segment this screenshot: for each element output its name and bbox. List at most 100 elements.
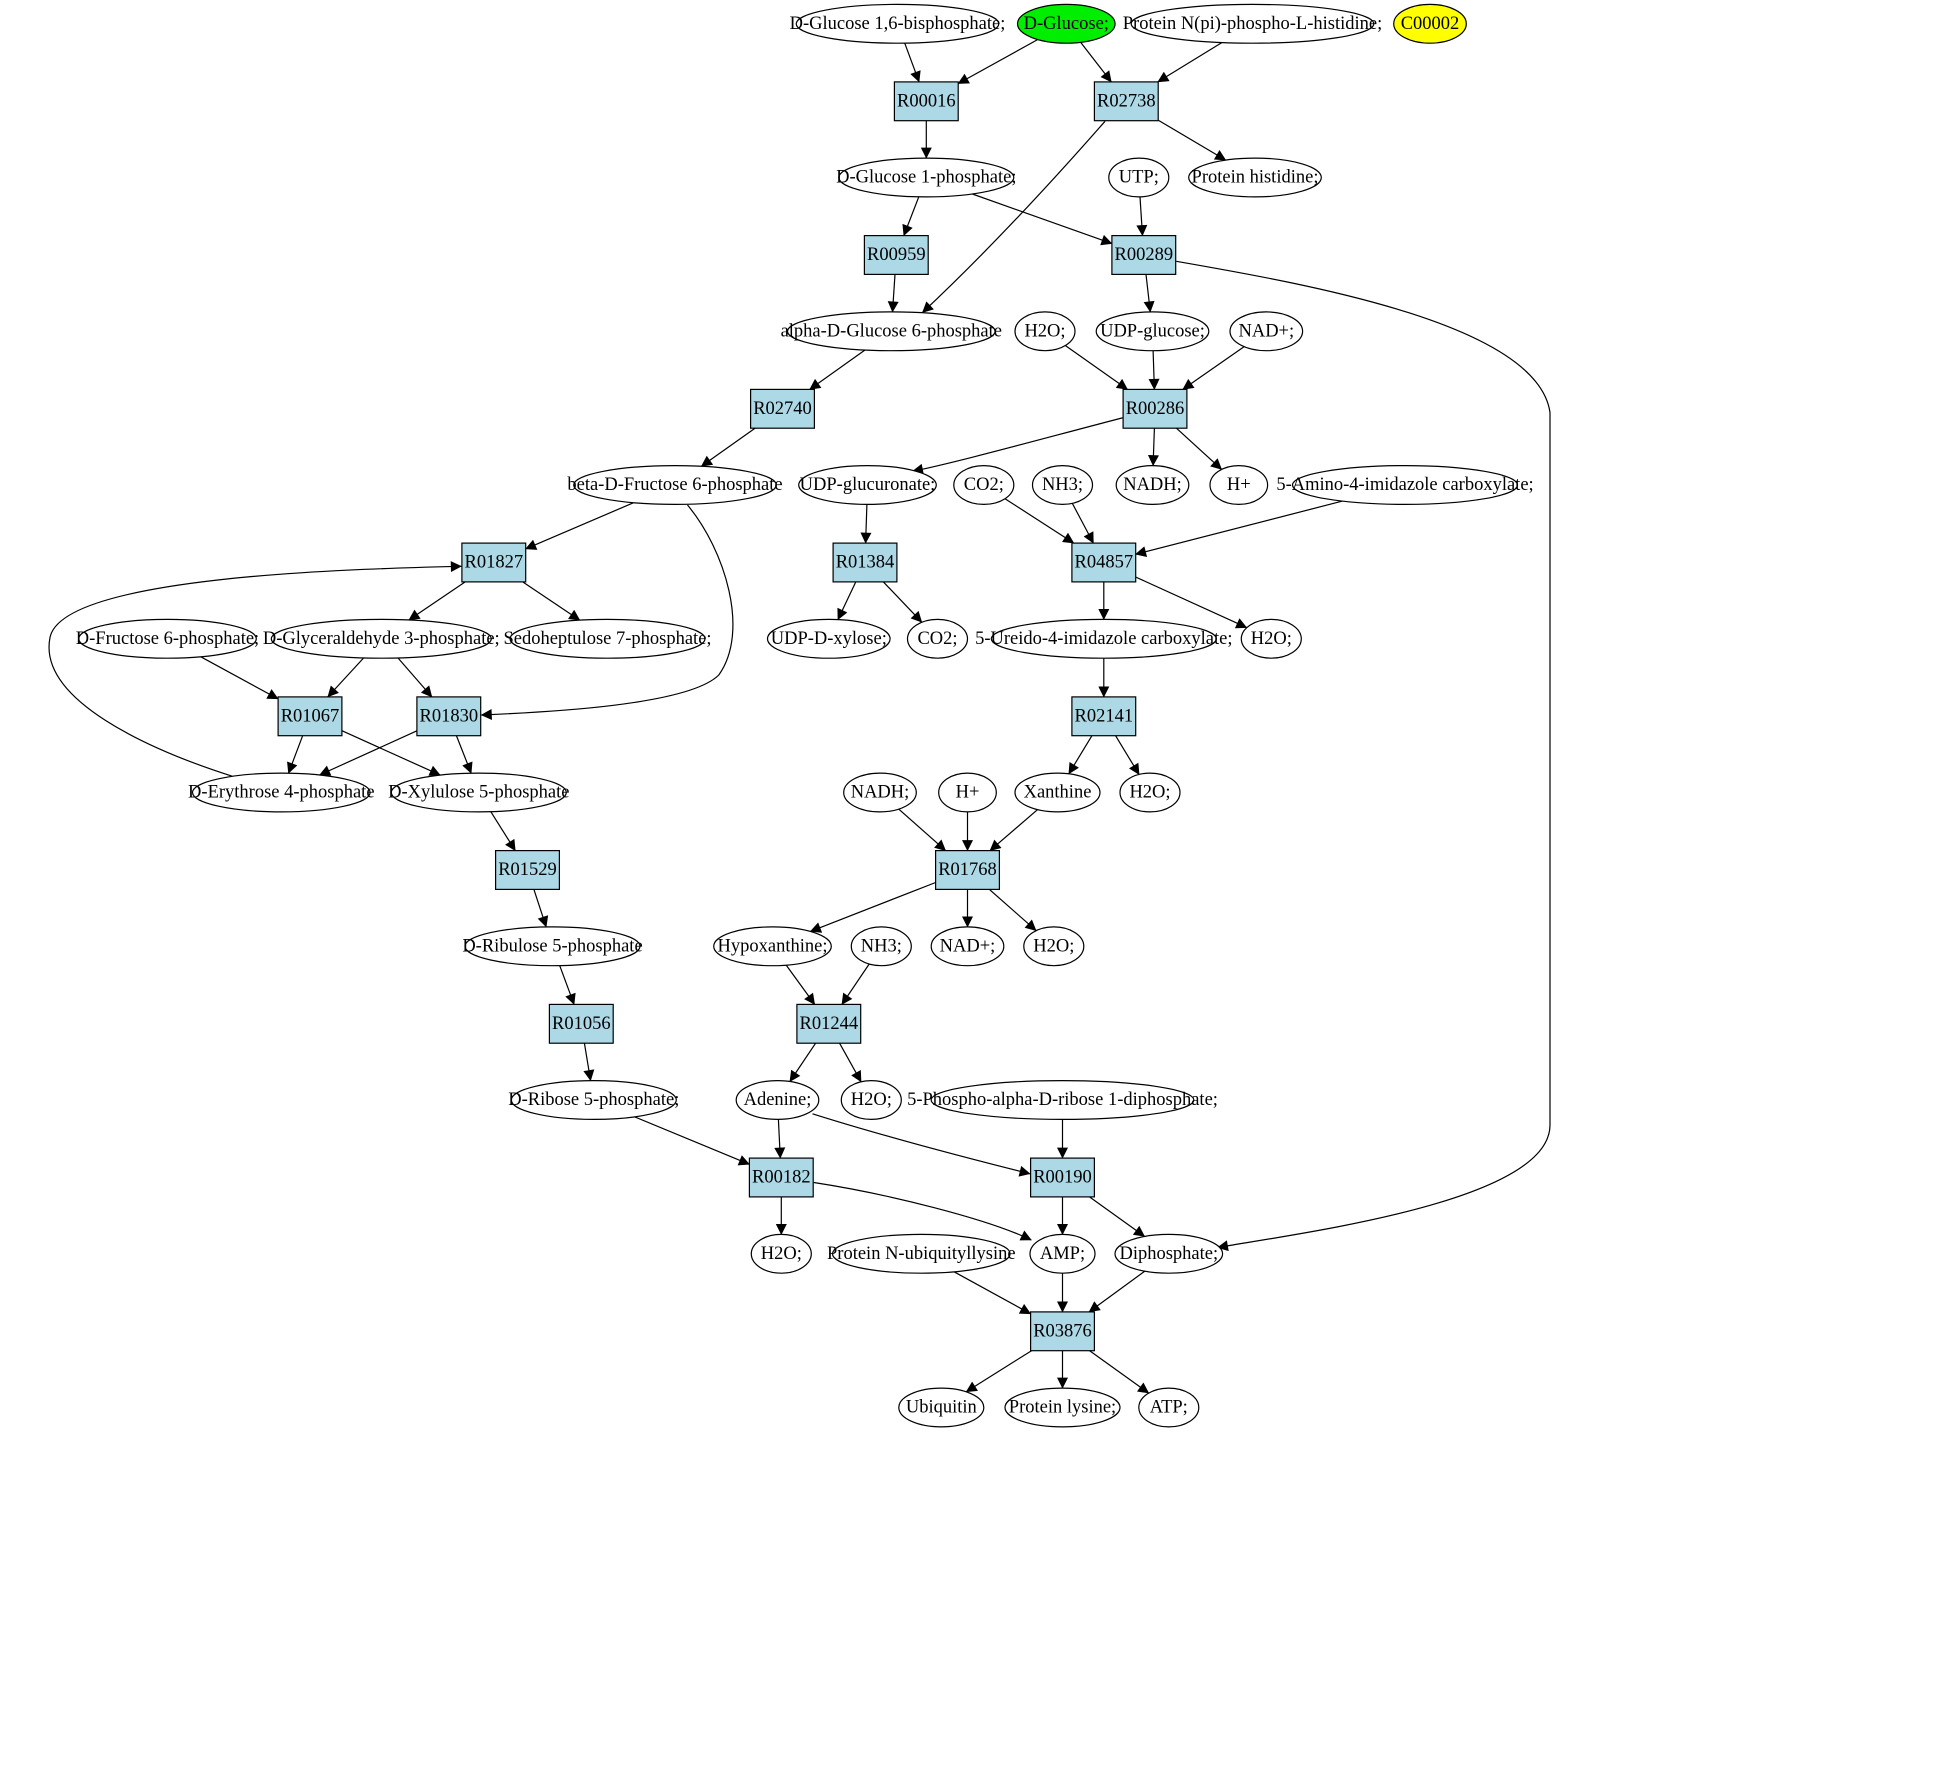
reaction-node-r01056[interactable]: R01056 <box>548 1003 614 1044</box>
compound-label: CO2; <box>917 629 957 649</box>
reaction-box <box>748 1157 814 1198</box>
reaction-node-r01830[interactable]: R01830 <box>416 696 482 737</box>
reaction-node-r03876[interactable]: R03876 <box>1029 1311 1095 1352</box>
compound-label: UDP-glucose; <box>1100 321 1205 341</box>
compound-node-h2o-a[interactable]: H2O; <box>1014 311 1076 352</box>
reaction-node-r00190[interactable]: R00190 <box>1029 1157 1095 1198</box>
compound-node-protlys[interactable]: Protein lysine; <box>1004 1387 1121 1428</box>
compound-node-g1p[interactable]: D-Glucose 1-phosphate; <box>836 157 1016 198</box>
compound-node-bf6p[interactable]: beta-D-Fructose 6-phosphate <box>567 465 783 506</box>
compound-node-udpglc[interactable]: UDP-glucose; <box>1095 311 1210 352</box>
compound-node-h2o-c[interactable]: H2O; <box>1119 772 1181 813</box>
reaction-label: R00016 <box>897 91 956 111</box>
compound-node-co2-a[interactable]: CO2; <box>953 465 1015 506</box>
reaction-node-r02740[interactable]: R02740 <box>749 388 815 429</box>
edge-c-hypox-to-r01244 <box>785 964 816 1005</box>
compound-node-nadp-b[interactable]: NAD+; <box>930 926 1005 967</box>
edge-c-co2-a-to-r04857 <box>1004 498 1075 544</box>
edge-r01529-to-c-ru5p <box>533 889 549 928</box>
reaction-node-r00286[interactable]: R00286 <box>1122 388 1188 429</box>
reaction-node-r01067[interactable]: R01067 <box>277 696 343 737</box>
reaction-node-r04857[interactable]: R04857 <box>1071 542 1137 583</box>
compound-ellipse <box>390 772 567 813</box>
reaction-node-r02738[interactable]: R02738 <box>1093 81 1159 122</box>
compound-node-hplus-b[interactable]: H+ <box>938 772 997 813</box>
compound-node-prpp[interactable]: 5-Phospho-alpha-D-ribose 1-diphosphate; <box>907 1079 1218 1120</box>
compound-node-nadh-b[interactable]: NADH; <box>843 772 917 813</box>
reaction-node-r00016[interactable]: R00016 <box>893 81 959 122</box>
compound-node-amp[interactable]: AMP; <box>1029 1233 1096 1274</box>
reaction-node-r01827[interactable]: R01827 <box>461 542 527 583</box>
reaction-node-r01768[interactable]: R01768 <box>934 849 1000 890</box>
reaction-node-r00289[interactable]: R00289 <box>1111 235 1177 276</box>
reaction-node-r01244[interactable]: R01244 <box>796 1003 862 1044</box>
compound-ellipse <box>798 465 937 506</box>
compound-node-glucose[interactable]: D-Glucose; <box>1016 3 1116 44</box>
compound-label: Xanthine <box>1024 783 1092 803</box>
compound-node-prothis[interactable]: Protein histidine; <box>1188 157 1322 198</box>
compound-label: beta-D-Fructose 6-phosphate <box>567 475 782 495</box>
compound-label: Ubiquitin <box>906 1398 977 1418</box>
compound-node-ubiquitin[interactable]: Ubiquitin <box>898 1387 985 1428</box>
compound-node-hypox[interactable]: Hypoxanthine; <box>713 926 832 967</box>
compound-label: Protein histidine; <box>1192 168 1319 188</box>
edge-r00289-to-c-udpglc <box>1143 274 1155 313</box>
compound-node-nadh-a[interactable]: NADH; <box>1115 465 1190 506</box>
compound-node-gap[interactable]: D-Glyceraldehyde 3-phosphate; <box>263 618 500 659</box>
compound-node-udpglcu[interactable]: UDP-glucuronate; <box>798 465 937 506</box>
compound-node-h2o-e[interactable]: H2O; <box>840 1079 902 1120</box>
compound-node-nh3-b[interactable]: NH3; <box>850 926 912 967</box>
compound-node-uic[interactable]: 5-Ureido-4-imidazole carboxylate; <box>975 618 1232 659</box>
compound-node-h2o-d[interactable]: H2O; <box>1023 926 1085 967</box>
compound-node-c00002[interactable]: C00002 <box>1393 3 1467 44</box>
compound-node-atp[interactable]: ATP; <box>1138 1387 1200 1428</box>
compound-node-hplus-a[interactable]: H+ <box>1209 465 1269 506</box>
compound-ellipse <box>1138 1387 1200 1428</box>
compound-node-protub[interactable]: Protein N-ubiquityllysine <box>827 1233 1016 1274</box>
reaction-node-r00959[interactable]: R00959 <box>863 235 929 276</box>
compound-node-protnpi[interactable]: Protein N(pi)-phospho-L-histidine; <box>1123 3 1382 44</box>
compound-ellipse <box>191 772 371 813</box>
reaction-box <box>277 696 343 737</box>
compound-node-xanthine[interactable]: Xanthine <box>1014 772 1101 813</box>
compound-label: H2O; <box>1251 629 1292 649</box>
compound-node-ru5p[interactable]: D-Ribulose 5-phosphate <box>462 926 643 967</box>
compound-label: D-Glucose 1,6-bisphosphate; <box>790 14 1006 34</box>
compound-label: Protein N-ubiquityllysine <box>827 1244 1016 1264</box>
reaction-node-r00182[interactable]: R00182 <box>748 1157 814 1198</box>
compound-label: D-Erythrose 4-phosphate <box>188 783 375 803</box>
compound-node-e4p[interactable]: D-Erythrose 4-phosphate <box>188 772 375 813</box>
compound-label: 5-Ureido-4-imidazole carboxylate; <box>975 629 1232 649</box>
reaction-node-r01529[interactable]: R01529 <box>495 849 561 890</box>
compound-ellipse <box>1130 3 1375 44</box>
compound-node-f6p[interactable]: D-Fructose 6-phosphate; <box>76 618 259 659</box>
compound-node-xu5p[interactable]: D-Xylulose 5-phosphate <box>388 772 569 813</box>
compound-node-ppi[interactable]: Diphosphate; <box>1114 1233 1224 1274</box>
edge-r01067-to-c-e4p <box>287 735 304 774</box>
reaction-label: R01056 <box>552 1014 611 1034</box>
compound-node-s7p[interactable]: Sedoheptulose 7-phosphate; <box>503 618 712 659</box>
compound-node-nadp-a[interactable]: NAD+; <box>1229 311 1304 352</box>
edge-c-nadp-a-to-r00286 <box>1182 346 1245 390</box>
compound-label: UDP-glucuronate; <box>800 475 936 495</box>
compound-node-h2o-b[interactable]: H2O; <box>1240 618 1302 659</box>
compound-ellipse <box>906 618 969 659</box>
edge-c-adenine-to-r00190 <box>812 1113 1031 1177</box>
compound-node-ag6p[interactable]: alpha-D-Glucose 6-phosphate <box>781 311 1002 352</box>
edge-c-ppi-to-r03876 <box>1088 1270 1146 1313</box>
edge-c-g16bp-to-r00016 <box>904 42 921 83</box>
compound-node-aic[interactable]: 5-Amino-4-imidazole carboxylate; <box>1276 465 1534 506</box>
compound-node-nh3-a[interactable]: NH3; <box>1031 465 1094 506</box>
compound-node-co2-b[interactable]: CO2; <box>906 618 969 659</box>
reaction-box <box>1029 1311 1095 1352</box>
compound-node-g16bp[interactable]: D-Glucose 1,6-bisphosphate; <box>790 3 1006 44</box>
compound-node-udpxyl[interactable]: UDP-D-xylose; <box>766 618 891 659</box>
compound-node-h2o-f[interactable]: H2O; <box>750 1233 812 1274</box>
compound-node-utp[interactable]: UTP; <box>1108 157 1170 198</box>
reaction-node-r01384[interactable]: R01384 <box>832 542 898 583</box>
compound-label: 5-Amino-4-imidazole carboxylate; <box>1276 475 1533 495</box>
compound-node-r5p[interactable]: D-Ribose 5-phosphate; <box>508 1079 679 1120</box>
reaction-node-r02141[interactable]: R02141 <box>1071 696 1137 737</box>
compound-node-adenine[interactable]: Adenine; <box>735 1079 820 1120</box>
